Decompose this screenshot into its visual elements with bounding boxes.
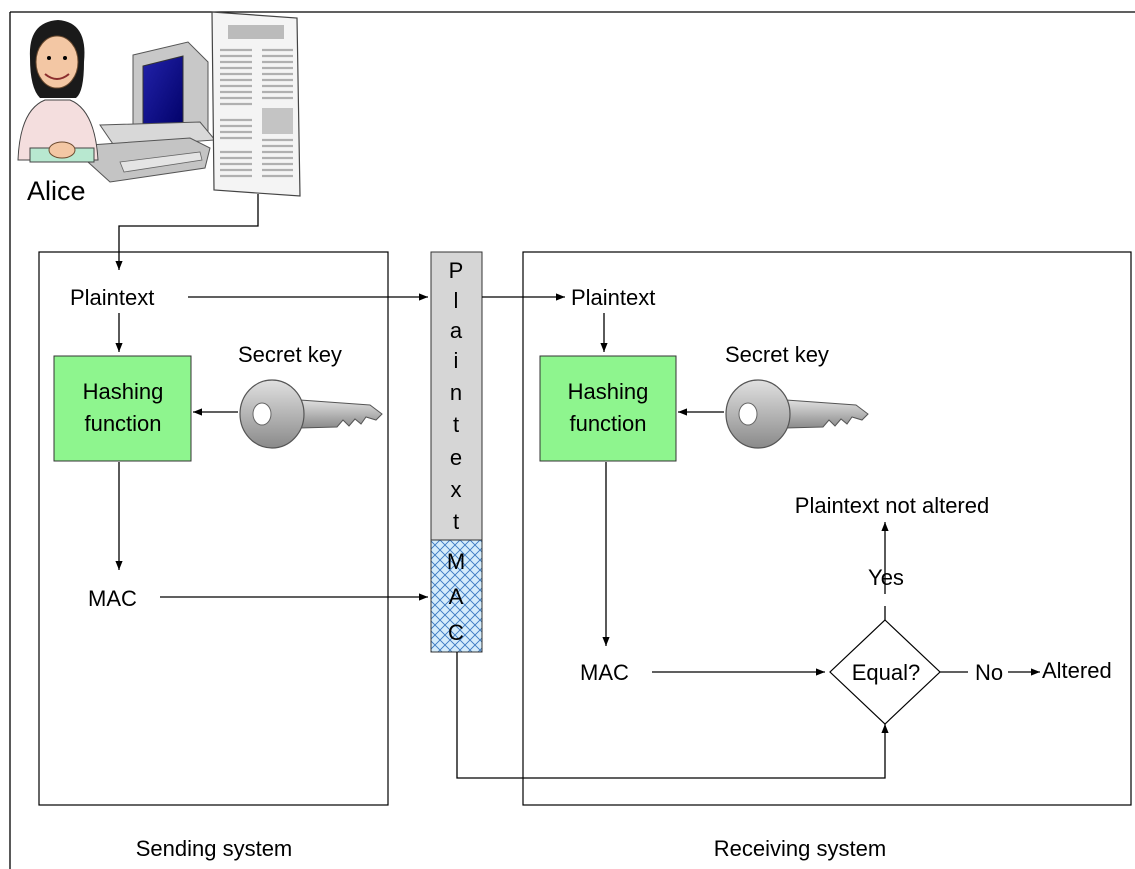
- message-letter: l: [454, 288, 459, 313]
- message-letter: P: [449, 258, 464, 283]
- message-mac-strip: [430, 539, 483, 653]
- document-icon: [211, 11, 301, 197]
- message-letter: x: [451, 477, 462, 502]
- result-altered: Altered: [1042, 658, 1112, 683]
- receiving-system-caption: Receiving system: [714, 836, 886, 861]
- received-mac-to-compare-arrow: [456, 652, 889, 779]
- sender-secret-key-label: Secret key: [238, 342, 342, 367]
- document-to-plaintext-arrow: [115, 194, 259, 270]
- message-letter: A: [449, 584, 464, 609]
- alice-person-icon: [17, 20, 99, 163]
- message-mac-letters: M A C: [447, 549, 465, 645]
- receiver-hashing-function-box: [539, 355, 677, 462]
- sender-key-icon: [239, 379, 383, 449]
- sender-plaintext-label: Plaintext: [70, 285, 154, 310]
- sender-hashing-function-box: [53, 355, 192, 462]
- message-letter: a: [450, 318, 463, 343]
- message-letter: t: [453, 412, 459, 437]
- sending-system-caption: Sending system: [136, 836, 293, 861]
- receiver-hash-label-line2: function: [569, 411, 646, 436]
- sender-hash-label-line1: Hashing: [83, 379, 164, 404]
- alice-name: Alice: [27, 176, 86, 206]
- message-plaintext-strip: [430, 251, 483, 541]
- alice-illustration: [17, 20, 217, 183]
- message-letter: M: [447, 549, 465, 574]
- receiver-key-icon: [725, 379, 869, 449]
- message-letter: i: [454, 348, 459, 373]
- receiver-plaintext-label: Plaintext: [571, 285, 655, 310]
- message-letter: e: [450, 445, 462, 470]
- equal-decision-label: Equal?: [852, 660, 921, 685]
- receiver-hash-label-line1: Hashing: [568, 379, 649, 404]
- sender-mac-label: MAC: [88, 586, 137, 611]
- message-letter: n: [450, 380, 462, 405]
- computer-icon: [87, 41, 217, 183]
- receiving-system-box: [522, 251, 1132, 806]
- receiver-mac-label: MAC: [580, 660, 629, 685]
- message-plaintext-letters: P l a i n t e x t: [449, 258, 464, 534]
- no-label: No: [975, 660, 1003, 685]
- sending-system-box: [38, 251, 389, 806]
- receiver-secret-key-label: Secret key: [725, 342, 829, 367]
- yes-label: Yes: [868, 565, 904, 590]
- equal-decision-diamond: [829, 619, 941, 725]
- sender-hash-label-line2: function: [84, 411, 161, 436]
- message-letter: C: [448, 620, 464, 645]
- result-not-altered: Plaintext not altered: [795, 493, 989, 518]
- message-letter: t: [453, 509, 459, 534]
